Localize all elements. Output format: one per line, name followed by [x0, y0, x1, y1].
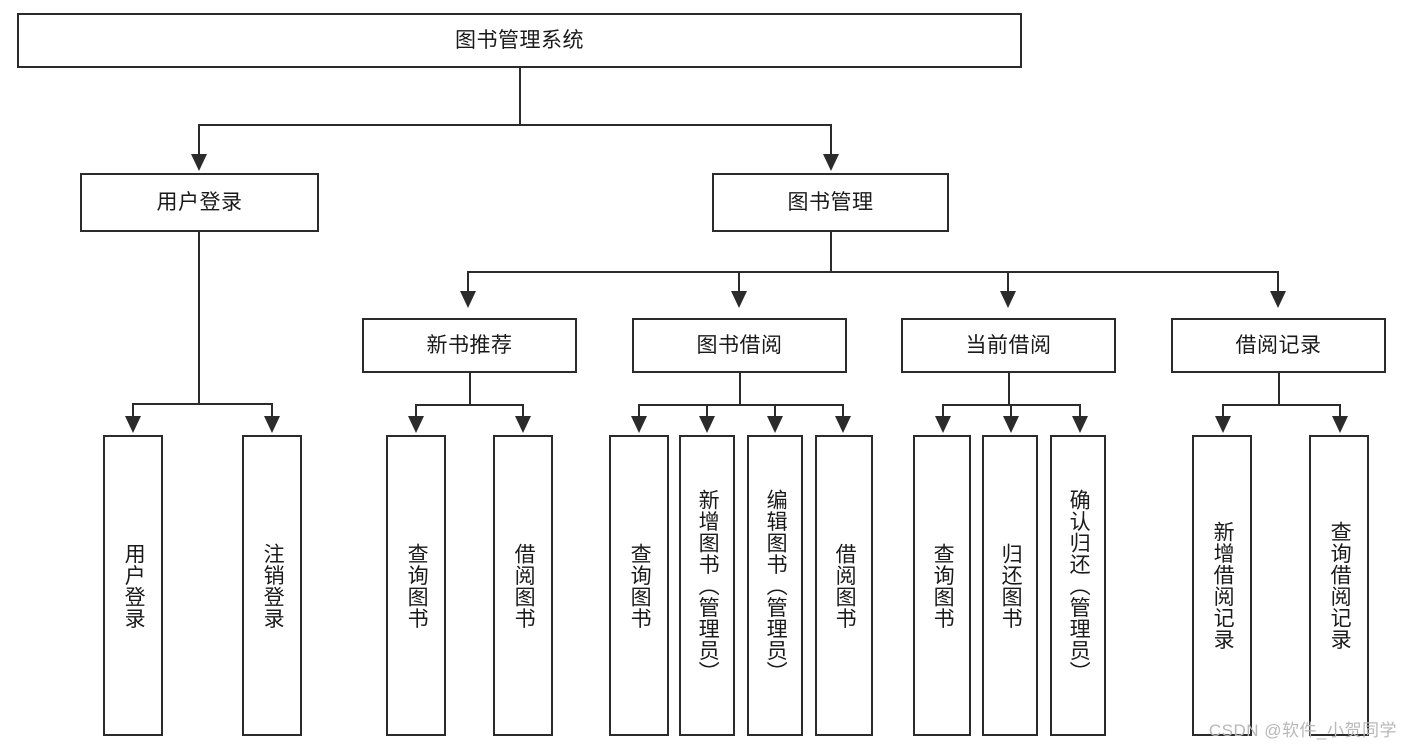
node-label: 归还图书 [999, 542, 1023, 629]
leaf-current-return[interactable]: 归还图书 [982, 435, 1038, 736]
node-user-login[interactable]: 用户登录 [80, 173, 319, 232]
node-label: 查询借阅记录 [1328, 521, 1352, 650]
leaf-current-confirm-admin[interactable]: 确认归还（管理员） [1050, 435, 1106, 736]
arrowhead-new-book-query [408, 416, 424, 433]
node-label: 确认归还（管理员） [1067, 488, 1091, 683]
connector-book-mgmt-stem [830, 232, 832, 272]
node-label: 新增借阅记录 [1211, 521, 1235, 650]
connector-book-borrow-drop-1 [638, 404, 640, 418]
leaf-book-borrow-action[interactable]: 借阅图书 [815, 435, 873, 736]
arrowhead-current-borrow [1000, 291, 1016, 308]
leaf-book-edit-admin[interactable]: 编辑图书（管理员） [747, 435, 803, 736]
connector-user-login-drop-2 [271, 403, 273, 418]
leaf-book-add-admin[interactable]: 新增图书（管理员） [679, 435, 735, 736]
connector-book-borrow-drop-4 [842, 404, 844, 418]
connector-current-borrow-drop-2 [1010, 404, 1012, 418]
node-label: 用户登录 [156, 190, 243, 214]
connector-new-book-bus [415, 404, 523, 406]
connector-current-borrow-stem [1008, 373, 1010, 405]
node-label: 查询图书 [931, 542, 955, 629]
connector-new-book-drop-2 [522, 404, 524, 418]
connector-book-mgmt-drop-2 [738, 271, 740, 293]
arrowhead-bb-query [631, 416, 647, 433]
connector-book-mgmt-bus [467, 271, 1279, 273]
leaf-record-add[interactable]: 新增借阅记录 [1192, 435, 1252, 736]
connector-new-book-drop-1 [415, 404, 417, 418]
connector-current-borrow-drop-1 [942, 404, 944, 418]
node-label: 查询图书 [405, 542, 429, 629]
node-new-book-recommend[interactable]: 新书推荐 [362, 318, 577, 373]
arrowhead-book-mgmt [823, 154, 839, 171]
node-label: 借阅图书 [833, 542, 857, 629]
arrowhead-br-query [1332, 416, 1348, 433]
connector-new-book-stem [469, 373, 471, 405]
arrowhead-bb-edit [767, 416, 783, 433]
leaf-user-login[interactable]: 用户登录 [103, 435, 163, 736]
arrowhead-user-login [191, 154, 207, 171]
arrowhead-new-book-recommend [460, 291, 476, 308]
node-label: 用户登录 [122, 542, 146, 629]
connector-borrow-record-bus [1222, 404, 1340, 406]
connector-borrow-record-stem [1278, 373, 1280, 405]
node-current-borrow[interactable]: 当前借阅 [901, 318, 1116, 373]
connector-borrow-record-drop-2 [1339, 404, 1341, 418]
leaf-current-query[interactable]: 查询图书 [913, 435, 971, 736]
arrowhead-cb-confirm [1072, 416, 1088, 433]
connector-book-mgmt-drop-3 [1007, 271, 1009, 293]
connector-root-to-book-mgmt [830, 124, 832, 156]
leaf-logout[interactable]: 注销登录 [242, 435, 302, 736]
arrowhead-leaf-user-login [125, 416, 141, 433]
node-label: 图书借阅 [696, 333, 783, 357]
connector-user-login-drop-1 [132, 403, 134, 418]
node-label: 当前借阅 [965, 333, 1052, 357]
connector-book-borrow-bus [638, 404, 843, 406]
connector-user-login-stem [198, 232, 200, 404]
node-book-management[interactable]: 图书管理 [712, 173, 949, 232]
leaf-record-query[interactable]: 查询借阅记录 [1309, 435, 1369, 736]
arrowhead-br-add [1215, 416, 1231, 433]
node-label: 新书推荐 [426, 333, 513, 357]
leaf-book-borrow-query[interactable]: 查询图书 [609, 435, 669, 736]
leaf-new-book-borrow[interactable]: 借阅图书 [493, 435, 553, 736]
connector-book-mgmt-drop-4 [1277, 271, 1279, 293]
node-label: 查询图书 [628, 542, 652, 629]
connector-root-to-user-login [198, 124, 200, 156]
connector-current-borrow-drop-3 [1079, 404, 1081, 418]
arrowhead-bb-add [699, 416, 715, 433]
node-label: 新增图书（管理员） [696, 488, 720, 683]
node-label: 注销登录 [261, 542, 285, 629]
arrowhead-leaf-logout [264, 416, 280, 433]
node-root-system[interactable]: 图书管理系统 [17, 13, 1022, 68]
node-label: 编辑图书（管理员） [764, 488, 788, 683]
node-book-borrow[interactable]: 图书借阅 [632, 318, 847, 373]
arrowhead-book-borrow [731, 291, 747, 308]
node-label: 借阅图书 [512, 542, 536, 629]
connector-book-borrow-drop-3 [774, 404, 776, 418]
node-label: 借阅记录 [1235, 333, 1322, 357]
arrowhead-new-book-borrow [515, 416, 531, 433]
node-label: 图书管理 [787, 190, 874, 214]
arrowhead-bb-borrow [835, 416, 851, 433]
node-label: 图书管理系统 [455, 28, 584, 52]
connector-borrow-record-drop-1 [1222, 404, 1224, 418]
connector-root-bus [198, 124, 831, 126]
connector-book-mgmt-drop-1 [467, 271, 469, 293]
leaf-new-book-query[interactable]: 查询图书 [386, 435, 446, 736]
arrowhead-cb-query [935, 416, 951, 433]
arrowhead-borrow-record [1270, 291, 1286, 308]
arrowhead-cb-return [1003, 416, 1019, 433]
node-borrow-record[interactable]: 借阅记录 [1171, 318, 1386, 373]
connector-root-stem [519, 68, 521, 125]
connector-book-borrow-drop-2 [706, 404, 708, 418]
connector-book-borrow-stem [739, 373, 741, 405]
connector-user-login-bus [132, 403, 272, 405]
